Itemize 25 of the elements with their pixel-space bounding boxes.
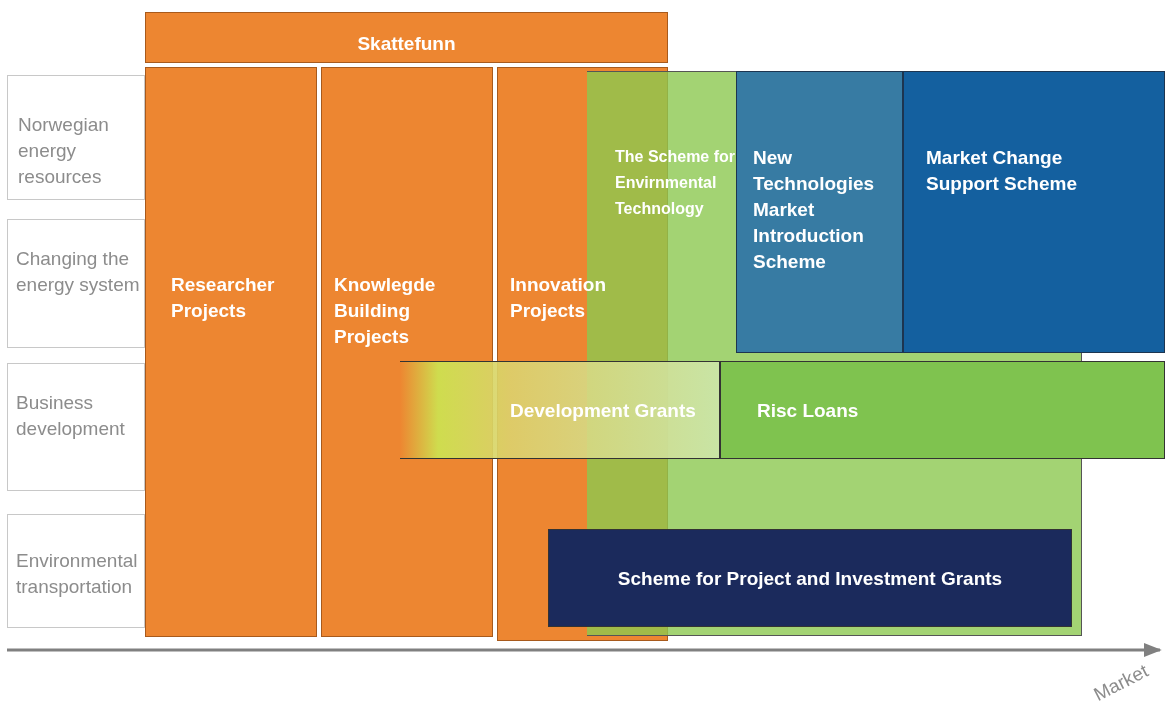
row-label-box [7, 514, 145, 628]
row-label-box [7, 363, 145, 491]
row-label: Changing the energy system [16, 247, 141, 297]
row-label: Norwegian energy resources [18, 113, 110, 189]
program-label: New Technologies Market Introduction Scheme [753, 146, 876, 274]
program-label: Risc Loans [757, 399, 859, 423]
program-label: Development Grants [510, 399, 697, 423]
program-box [548, 529, 1072, 627]
program-label: Knowlegde Building Projects [334, 273, 437, 349]
row-label-box [7, 75, 145, 200]
program-label: Scheme for Project and Investment Grants [617, 567, 1003, 591]
program-bar [400, 361, 720, 459]
program-column [145, 12, 668, 63]
program-column [145, 67, 317, 637]
program-column [321, 67, 493, 637]
program-label: Innovation Projects [510, 273, 608, 323]
program-label: Market Change Support Scheme [926, 146, 1078, 196]
program-label: The Scheme for Envirnmental Technology [615, 147, 737, 219]
row-label-box [7, 219, 145, 348]
program-bar [720, 361, 1165, 459]
program-label: Researcher Projects [171, 273, 276, 323]
row-label: Business development [16, 391, 126, 441]
program-box [903, 71, 1165, 353]
row-label: Environmental transportation [16, 549, 139, 599]
program-label: Skattefunn [357, 32, 456, 56]
